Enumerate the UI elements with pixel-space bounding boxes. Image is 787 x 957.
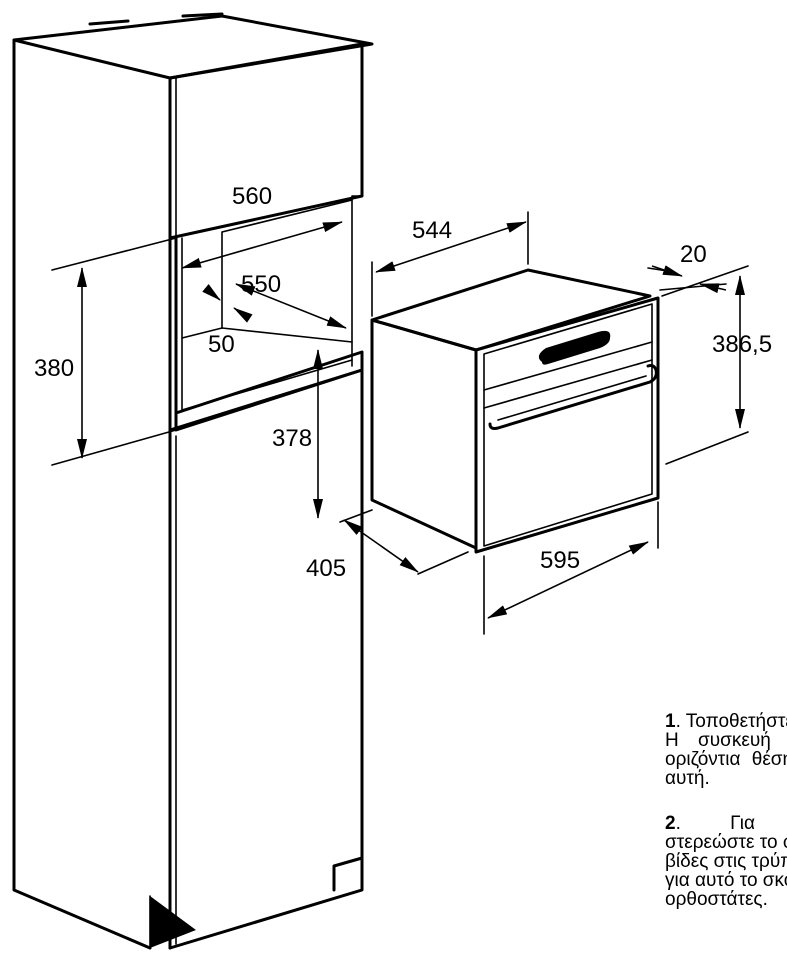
step1-number: 1	[665, 711, 676, 732]
cabinet-side-panel	[12, 38, 152, 950]
dim-label-378: 378	[272, 425, 312, 452]
dim-ext-405	[417, 551, 469, 575]
step2-line: στερεώστε το φούρνο στ	[665, 832, 787, 853]
step2-line: βίδες στις τρύπες που έχο	[665, 851, 787, 872]
oven	[370, 268, 660, 554]
step2-text: . Για περισσότερη	[675, 813, 787, 834]
dim-label-20: 20	[680, 241, 707, 268]
oven-dimensions: 544 20 386,5 405 595	[306, 211, 772, 635]
step2-number: 2	[665, 813, 676, 834]
dim-line-405	[343, 519, 419, 573]
oven-door-handle	[488, 364, 658, 430]
dim-label-380: 380	[34, 355, 74, 382]
oven-front	[474, 296, 660, 554]
dim-label-386-5: 386,5	[712, 331, 772, 358]
dim-ext-380-top	[51, 237, 177, 271]
cabinet-top-edge	[88, 19, 130, 26]
dim-line-550	[235, 283, 347, 329]
oven-control-strip	[483, 359, 653, 409]
cabinet-dimensions: 560 550 50 380 378	[34, 183, 347, 519]
step2-line: 2. Για περισσότερη	[665, 814, 787, 833]
cabinet-lower-door	[168, 368, 364, 950]
niche-back	[221, 199, 353, 329]
instructions-clip: 1. Τοποθετήστε τη συσκευή Η συσκευή πρέπ…	[665, 705, 787, 957]
oven-door-handle	[497, 375, 647, 421]
instructions-text: 1. Τοποθετήστε τη συσκευή Η συσκευή πρέπ…	[665, 712, 787, 909]
dim-line-544	[375, 221, 527, 273]
cabinet	[12, 12, 374, 950]
oven-front-frame	[483, 303, 653, 547]
cabinet-foot	[150, 896, 196, 948]
dim-ext-380-bottom	[51, 429, 177, 466]
cabinet-top-edge	[181, 12, 224, 18]
dim-ext-386-top	[661, 265, 749, 297]
niche-floor-line	[181, 327, 223, 339]
step1-line: οριζόντια θέση. Επιβεβαι	[665, 749, 787, 770]
niche-right-edge	[351, 195, 363, 367]
oven-side-face	[370, 318, 478, 550]
dim-label-50: 50	[208, 331, 235, 358]
step1-line: Η συσκευή πρέπει να	[665, 730, 787, 751]
cabinet-top-face	[12, 14, 374, 80]
dim-label-550: 550	[241, 271, 281, 298]
dim-line-560	[181, 221, 343, 269]
dim-label-595: 595	[540, 547, 580, 574]
niche-shelf-line	[181, 359, 353, 411]
dim-ext-386-bottom	[665, 431, 749, 465]
dim-line-20	[651, 265, 683, 277]
oven-control-strip	[483, 341, 653, 391]
dim-line-595	[487, 541, 649, 619]
step2-line: για αυτό το σκοπό πάνω σ	[665, 870, 787, 891]
niche-floor-line	[221, 327, 353, 343]
step2-line: ορθοστάτες.	[665, 889, 768, 910]
dim-line-20	[699, 283, 727, 294]
cabinet-plinth	[332, 856, 364, 892]
dim-label-405: 405	[306, 555, 346, 582]
dim-line-50	[202, 283, 221, 301]
dim-label-544: 544	[412, 217, 452, 244]
oven-display-icon	[538, 330, 611, 365]
step1-line: 1. Τοποθετήστε τη συσκευή	[665, 712, 787, 731]
step1-text: . Τοποθετήστε τη συσκευή	[675, 711, 787, 732]
dim-line-50	[233, 307, 253, 323]
step1-line: αυτή.	[665, 768, 710, 789]
dim-label-560: 560	[232, 183, 272, 210]
cabinet-top-face	[13, 39, 171, 79]
